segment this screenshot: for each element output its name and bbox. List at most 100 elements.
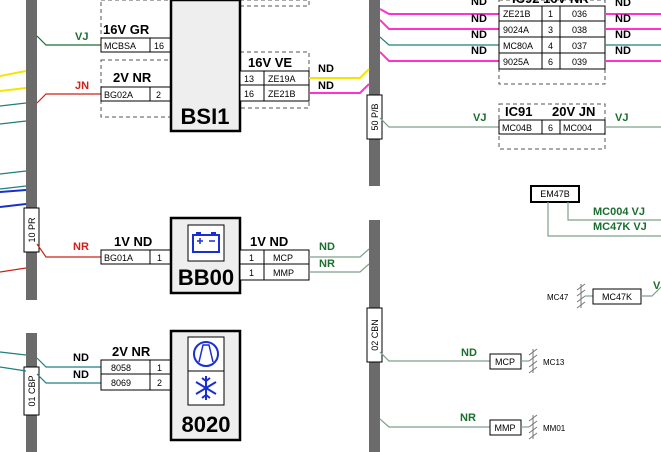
wire-teal-2 (0, 120, 27, 125)
mm01-wire-label: NR (460, 412, 476, 424)
bsi1-right-conn-header: 16V VE (248, 55, 292, 70)
tr-right-label-1: ND (615, 0, 631, 9)
wire-vj-bsi1-label: VJ (75, 31, 88, 43)
tr-wire-label-4: ND (471, 45, 487, 57)
bsi1-right-conn-dashed (239, 0, 310, 7)
bsi1-left-conn1-cell-b-text: 16 (154, 41, 164, 51)
wire-pink-tr-4 (379, 51, 499, 62)
bb00-left-conn-header: 1V ND (114, 234, 152, 249)
em47b-line-2: MC47K VJ (593, 221, 647, 233)
em47b-line-1: MC004 VJ (593, 206, 645, 218)
ic91-left-wire-label: VJ (473, 112, 486, 124)
mc47-edge-label: V (653, 280, 661, 292)
ic91-right-wire-label: VJ (615, 112, 628, 124)
bsi1-right-conn-r2-b-text: ZE21B (268, 89, 296, 99)
bb00-right-conn-r1-b-text: MCP (273, 253, 293, 263)
tr-wire-label-3: ND (471, 29, 487, 41)
bar-mid-top-label: 50 P/B (370, 103, 380, 130)
wire-mc13 (379, 351, 490, 362)
bb00-right-conn-header: 1V ND (250, 234, 288, 249)
ic91-cell-3-text: MC004 (563, 123, 592, 133)
bsi1-right-conn-r1-b-text: ZE19A (268, 74, 296, 84)
bsi1-right-conn-r1-a-text: 13 (244, 74, 254, 84)
mc13-mcp-label: MCP (495, 357, 515, 367)
mm01-ground-label: MM01 (543, 424, 566, 433)
mc47-wire-b (641, 286, 661, 297)
bar-mid-top (369, 0, 380, 186)
wire-vj-bsi1 (36, 35, 101, 46)
wire-teal-1 (0, 102, 27, 107)
bsi1-left-conn2-cell-a-text: BG02A (104, 90, 133, 100)
wire-left-bottom-2 (0, 366, 27, 372)
wire-ic91-left (379, 117, 499, 128)
tr-r3-c2: 4 (548, 41, 553, 51)
wire-red-left (0, 267, 27, 273)
tr-r2-c1: 9024A (503, 25, 529, 35)
bsi1-right-wire-2-label: ND (318, 80, 334, 92)
ic91-cell-2-text: 6 (548, 123, 553, 133)
bar-mid-bottom-label: 02 CBN (370, 319, 380, 351)
ic91-cell-1-text: MC04B (502, 123, 532, 133)
wire-teal-3 (0, 170, 27, 175)
mc13-wire-label: ND (461, 347, 477, 359)
em47b-wire-1 (547, 202, 661, 237)
battery-icon (192, 232, 220, 253)
bsi1-title: BSI1 (181, 104, 230, 129)
tr-wire-label-1: ND (471, 0, 487, 8)
mc47k-label: MC47K (602, 292, 632, 302)
wire-yellow-2 (0, 87, 27, 92)
bb00-left-wire-label: NR (73, 241, 89, 253)
bar-left-main-label-box (23, 207, 40, 253)
bsi1-box (169, 0, 242, 133)
tr-r2-c2: 3 (548, 25, 553, 35)
snowflake-icon (195, 376, 217, 400)
tr-wire-label-2: ND (471, 13, 487, 25)
ground-hatch-mm01 (528, 414, 538, 440)
tr-r3-c3: 037 (572, 41, 587, 51)
bsi1-right-wire-1-label: ND (318, 63, 334, 75)
wire-pink-tr-2 (379, 19, 499, 30)
tr-r3-c1: MC80A (503, 41, 533, 51)
tr-r2-c3: 038 (572, 25, 587, 35)
tr-r4-c1: 9025A (503, 57, 529, 67)
tr-right-label-2: ND (615, 13, 631, 25)
wire-nr-bb00 (36, 243, 101, 258)
tr-right-label-4: ND (615, 45, 631, 57)
em47b-box (530, 185, 580, 203)
bsi1-left-conn1-header: 16V GR (103, 22, 150, 37)
c8020-conn-header: 2V NR (112, 344, 151, 359)
wire-pink-bsi1 (309, 83, 370, 94)
ic91-header-right: 20V JN (552, 104, 595, 119)
bar-left-bottom-label-box (23, 366, 40, 416)
tr-r4-c3: 039 (572, 57, 587, 67)
bb00-right-conn-r2-a-text: 1 (249, 268, 254, 278)
wire-pink-tr-1 (379, 8, 499, 15)
wire-yellow-bsi1 (309, 68, 370, 79)
tr-right-label-3: ND (615, 29, 631, 41)
wire-blue-2 (0, 203, 27, 208)
wire-bb00-right-1 (309, 248, 370, 258)
wire-8020-2 (36, 373, 101, 384)
bb00-left-conn-cell-b-text: 1 (157, 253, 162, 263)
c8020-wire-2-label: ND (73, 369, 89, 381)
c8020-title: 8020 (182, 412, 231, 437)
c8020-conn-r2-b-text: 2 (157, 378, 162, 388)
bar-left-main (26, 0, 37, 300)
bsi1-left-conn2-cell-b-text: 2 (156, 90, 161, 100)
bsi1-right-conn-r2-a-text: 16 (244, 89, 254, 99)
wire-mm01 (379, 418, 490, 428)
wire-jn-bsi1 (36, 93, 101, 104)
bar-left-main-label: 10 PR (27, 217, 37, 243)
bar-mid-bottom-label-box (366, 307, 383, 363)
tr-r1-c2: 1 (548, 9, 553, 19)
wire-left-bottom-1 (0, 351, 27, 356)
tr-table-header: IC92 16V NR (512, 0, 589, 6)
ground-hatch-mc13 (528, 348, 538, 374)
c8020-conn-r1-b-text: 1 (157, 363, 162, 373)
bb00-right-wire-1-label: ND (319, 241, 335, 253)
em47b-wire-2 (567, 202, 661, 221)
wire-bb00-right-2 (309, 263, 370, 273)
compressor-icon (193, 341, 219, 367)
mc47-ground-label: MC47 (547, 293, 569, 302)
mm01-mmp-label: MMP (495, 423, 516, 433)
